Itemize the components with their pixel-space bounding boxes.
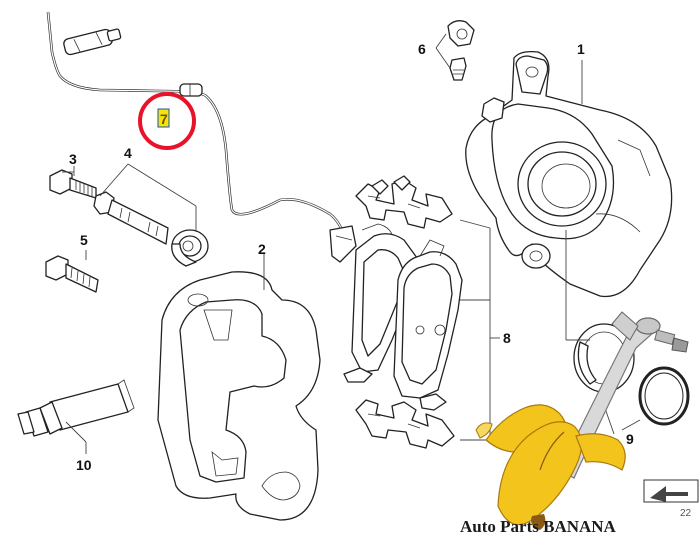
caliper-housing-part-1	[465, 50, 673, 298]
corner-arrow-icon	[650, 486, 688, 502]
label-part-8: 8	[503, 330, 511, 346]
corner-marker: 22	[643, 479, 699, 519]
guide-pin-part-4	[93, 191, 209, 267]
watermark-text: Auto Parts BANANA	[460, 517, 617, 536]
grease-tube-part-10	[17, 379, 135, 437]
pad-spring-bottom	[355, 399, 455, 449]
highlight-box	[157, 108, 170, 128]
label-part-10: 10	[76, 457, 92, 473]
label-part-5: 5	[80, 232, 88, 248]
bolt-part-3	[49, 169, 97, 199]
sensor-connector	[63, 28, 122, 56]
label-part-3: 3	[69, 151, 77, 167]
label-part-4: 4	[124, 145, 132, 161]
corner-code: 22	[680, 508, 692, 519]
dust-boot	[171, 229, 209, 267]
bolt-part-5	[45, 255, 99, 293]
bleeder-screw-part-6	[447, 20, 475, 81]
part-labels: 1 2 3 4 5 6 7 8 9 10	[69, 41, 634, 473]
wire-clip	[179, 83, 203, 97]
label-part-9: 9	[626, 431, 634, 447]
label-part-1: 1	[577, 41, 585, 57]
caliper-carrier-part-2	[157, 271, 321, 521]
brake-pad-outer	[393, 239, 463, 411]
label-part-6: 6	[418, 41, 426, 57]
leader-lines	[62, 33, 641, 454]
banana-icon	[475, 404, 626, 530]
label-part-7: 7	[160, 111, 168, 127]
pad-spring-top	[355, 175, 453, 229]
watermark-logo: Auto Parts BANANA	[460, 311, 689, 536]
label-part-2: 2	[258, 241, 266, 257]
wear-sensor-wire	[46, 11, 357, 263]
highlight-marker	[138, 92, 196, 150]
sensor-tip	[329, 225, 357, 263]
piston-ring-part-9b	[638, 366, 690, 426]
highlight-circle	[138, 92, 196, 150]
